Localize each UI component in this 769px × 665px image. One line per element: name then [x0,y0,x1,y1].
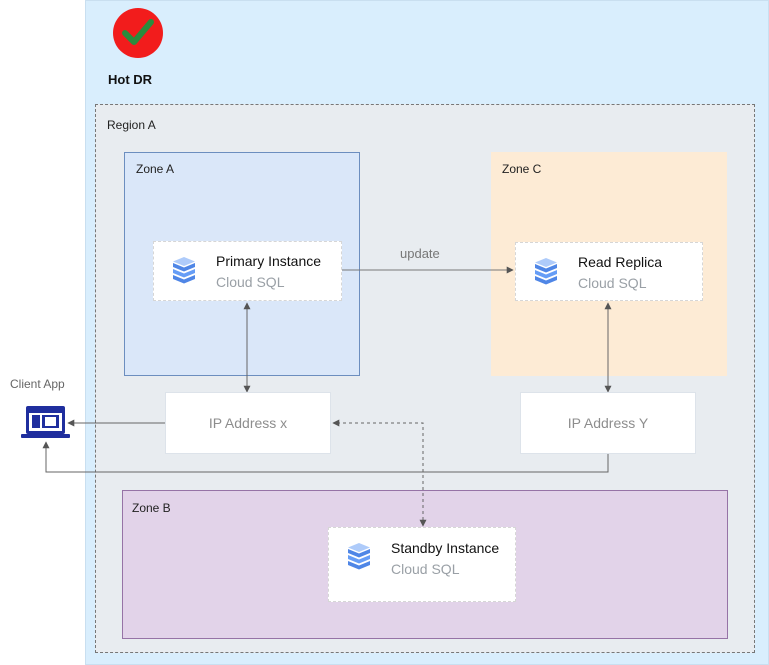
region-label: Region A [107,118,156,132]
client-app-label: Client App [10,377,65,391]
read-replica-card[interactable]: Read Replica Cloud SQL [515,242,703,301]
update-label: update [400,246,440,261]
cloud-sql-icon [348,543,370,570]
standby-instance-name: Standby Instance [391,540,500,556]
cloud-sql-icon [535,258,557,285]
diagram-title: Hot DR [108,72,153,87]
ip-address-y-box[interactable]: IP Address Y [520,392,696,454]
ip-address-x-box[interactable]: IP Address x [165,392,331,454]
primary-instance-card[interactable]: Primary Instance Cloud SQL [153,241,342,301]
ipy-client-arrow [42,441,609,473]
primary-instance-service: Cloud SQL [216,274,285,290]
zone-b-label: Zone B [132,501,171,515]
read-replica-service: Cloud SQL [578,275,647,291]
checkmark-icon [122,19,154,45]
cloud-sql-icon [173,257,195,284]
zone-a-label: Zone A [136,162,175,176]
read-replica-name: Read Replica [578,254,663,270]
zone-c-label: Zone C [502,162,542,176]
laptop-icon[interactable] [21,405,71,441]
checkmark-badge [113,8,163,58]
standby-instance-service: Cloud SQL [391,561,460,577]
primary-instance-name: Primary Instance [216,253,322,269]
standby-ipx-link [332,419,427,527]
standby-instance-card[interactable]: Standby Instance Cloud SQL [328,527,516,602]
